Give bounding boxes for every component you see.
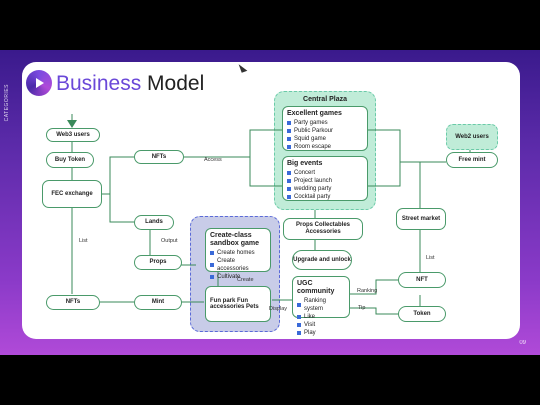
- web2-users-node: Web2 users: [446, 124, 498, 150]
- mint-node: Mint: [134, 295, 182, 310]
- excellent-games-title: Excellent games: [287, 110, 342, 117]
- bullet-icon: [210, 275, 214, 279]
- game-item: Room escape: [287, 143, 363, 151]
- free-mint-node: Free mint: [446, 152, 498, 168]
- fec-exchange-node: FEC exchange: [42, 180, 102, 208]
- sandbox-title: Create-class sandbox game: [210, 232, 260, 247]
- excellent-games-box: Excellent games Party games Public Parko…: [282, 106, 368, 151]
- play-logo-icon: [26, 70, 52, 96]
- bullet-icon: [287, 171, 291, 175]
- bullet-icon: [287, 187, 291, 191]
- game-item: Public Parkour: [287, 127, 363, 135]
- page-number: 09: [519, 340, 526, 346]
- bullet-icon: [297, 315, 301, 319]
- sandbox-item: Cultivate: [210, 273, 266, 281]
- bullet-icon: [210, 263, 214, 267]
- ugc-item: Ranking system: [297, 297, 345, 313]
- big-events-box: Big events Concert Project launch weddin…: [282, 156, 368, 201]
- nfts-bottom-node: NFTs: [46, 295, 100, 310]
- bullet-icon: [297, 323, 301, 327]
- props-collectables-node: Props Collectables Accessories: [283, 218, 363, 240]
- output-label: Output: [161, 238, 178, 244]
- list-label-left: List: [79, 238, 88, 244]
- ugc-item: Play: [297, 329, 345, 337]
- sandbox-game-box: Create-class sandbox game Create homes C…: [205, 228, 271, 280]
- bullet-icon: [287, 121, 291, 125]
- event-item: Concert: [287, 169, 363, 177]
- street-market-node: Street market: [396, 208, 446, 230]
- ugc-title: UGC community: [297, 280, 335, 295]
- title-rest: Model: [141, 72, 205, 95]
- list-label-right: List: [426, 255, 435, 261]
- arrow-down-icon: [67, 120, 77, 128]
- bullet-icon: [287, 179, 291, 183]
- upgrade-unlock-node: Upgrade and unlock: [292, 250, 352, 270]
- title-highlight: Business: [56, 72, 142, 95]
- ugc-item: Like: [297, 313, 345, 321]
- props-node: Props: [134, 255, 182, 270]
- buy-token-node: Buy Token: [46, 152, 94, 168]
- sandbox-item: Create accessories: [210, 257, 266, 273]
- bullet-icon: [297, 331, 301, 335]
- nfts-top-node: NFTs: [134, 150, 184, 164]
- event-item: wedding party: [287, 185, 363, 193]
- game-item: Squid game: [287, 135, 363, 143]
- bullet-icon: [287, 129, 291, 133]
- central-plaza-title: Central Plaza: [303, 96, 347, 103]
- slide: CATEGORIES Business Model Central Plaza: [0, 50, 540, 355]
- bullet-icon: [287, 145, 291, 149]
- tip-label: Tip: [358, 305, 366, 311]
- bullet-icon: [287, 195, 291, 199]
- ranking-label: Ranking: [357, 288, 378, 294]
- web3-users-node: Web3 users: [46, 128, 100, 142]
- access-label: Access: [204, 157, 222, 163]
- bullet-icon: [287, 137, 291, 141]
- ugc-item: Visit: [297, 321, 345, 329]
- bullet-icon: [297, 303, 301, 307]
- game-item: Party games: [287, 119, 363, 127]
- display-label: Display: [269, 306, 288, 312]
- ugc-community-box: UGC community Ranking system Like Visit …: [292, 276, 350, 336]
- nft-node: NFT: [398, 272, 446, 288]
- big-events-title: Big events: [287, 160, 323, 167]
- event-item: Project launch: [287, 177, 363, 185]
- sandbox-item: Create homes: [210, 249, 266, 257]
- page-title: Business Model: [56, 70, 204, 98]
- create-label: Create: [237, 277, 254, 283]
- lands-node: Lands: [134, 215, 174, 230]
- bullet-icon: [210, 251, 214, 255]
- token-node: Token: [398, 306, 446, 322]
- event-item: Cocktail party: [287, 193, 363, 201]
- fun-park-box: Fun park Fun accessories Pets: [205, 286, 271, 322]
